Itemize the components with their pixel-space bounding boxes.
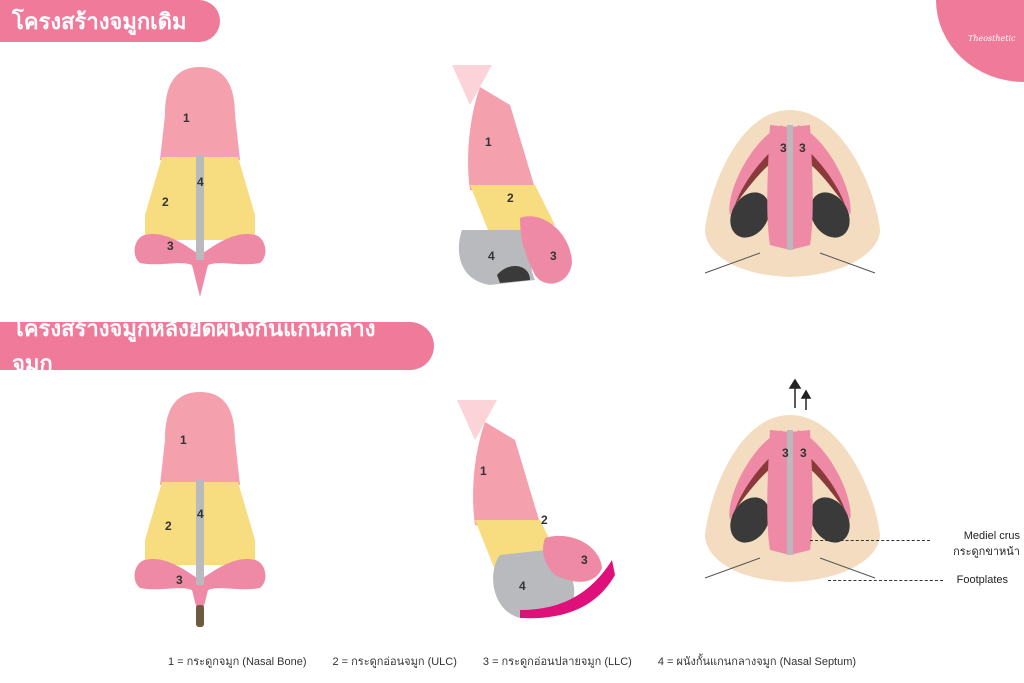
footplates-label: Footplates [956, 574, 1008, 586]
legend-item: 3 = กระดูกอ่อนปลายจมูก (LLC) [482, 656, 632, 668]
label-1: 1 [183, 111, 190, 125]
label-1: 1 [180, 433, 187, 447]
nostril-side [497, 265, 530, 283]
section-header-original: โครงสร้างจมูกเดิม [0, 0, 220, 42]
label-2: 2 [165, 519, 172, 533]
section-header-after: โครงสร้างจมูกหลังยืดผนังกั้นแกนกลางจมูก [0, 316, 434, 376]
base-view-original [704, 109, 881, 278]
llc-side-after [543, 535, 602, 582]
label-3: 3 [800, 446, 807, 460]
upward-arrows-icon [788, 378, 812, 410]
label-1: 1 [485, 135, 492, 149]
septum-graft [196, 605, 204, 627]
label-3: 3 [799, 141, 806, 155]
legend: 1 = กระดูกจมูก (Nasal Bone) 2 = กระดูกอ่… [0, 652, 1024, 670]
extension-graft [520, 560, 615, 619]
label-3: 3 [176, 573, 183, 587]
medial-crus-label: Mediel crus [963, 530, 1020, 542]
label-2: 2 [507, 191, 514, 205]
medial-crus-annotation: Mediel crus กระดูกขาหน้า [930, 530, 1020, 560]
legend-item: 2 = กระดูกอ่อนจมูก (ULC) [332, 656, 457, 668]
label-4: 4 [197, 507, 204, 521]
label-3: 3 [581, 553, 588, 567]
label-2: 2 [541, 513, 548, 527]
label-3: 3 [550, 249, 557, 263]
llc-side-original [520, 216, 572, 284]
label-3: 3 [782, 446, 789, 460]
label-3: 3 [780, 141, 787, 155]
header-text: โครงสร้างจมูกเดิม [12, 8, 187, 34]
side-view-original [452, 65, 555, 235]
medial-crus-thai-label: กระดูกขาหน้า [953, 546, 1020, 558]
medial-crus-leader [810, 540, 930, 541]
label-3: 3 [167, 239, 174, 253]
label-4: 4 [488, 249, 495, 263]
label-4: 4 [519, 579, 526, 593]
footplates-leader [828, 580, 943, 581]
label-2: 2 [162, 195, 169, 209]
base-view-after [704, 414, 881, 583]
header-text: โครงสร้างจมูกหลังยืดผนังกั้นแกนกลางจมูก [12, 316, 376, 376]
label-4: 4 [197, 175, 204, 189]
legend-item: 1 = กระดูกจมูก (Nasal Bone) [167, 656, 307, 668]
label-1: 1 [480, 464, 487, 478]
logo-text: Theosthetic [968, 34, 1016, 43]
legend-item: 4 = ผนังกั้นแกนกลางจมูก (Nasal Septum) [657, 656, 857, 668]
